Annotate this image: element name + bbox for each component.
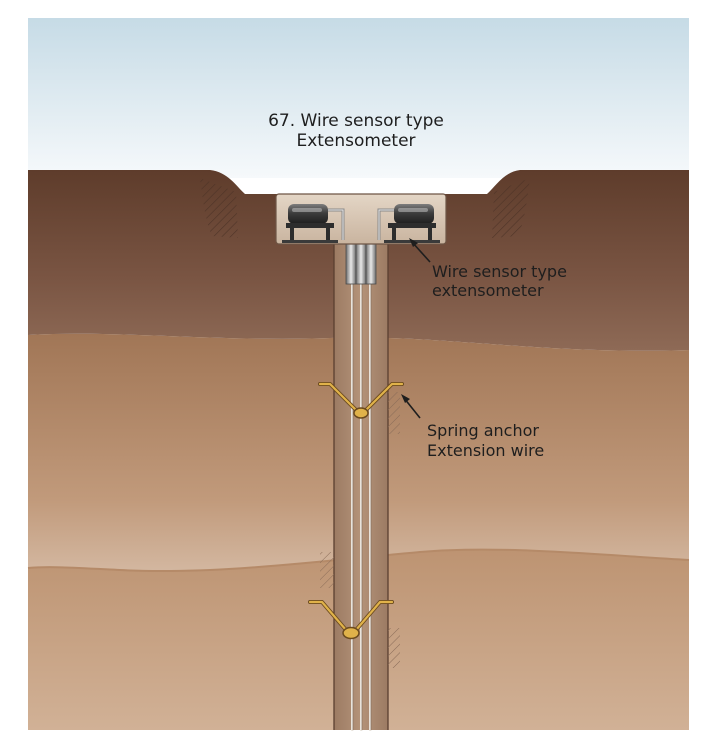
spring-anchor-lower xyxy=(308,600,394,640)
left-sensor-unit xyxy=(282,204,345,243)
anchor-label-line-2: Extension wire xyxy=(427,441,544,460)
leader-arrows xyxy=(401,238,431,419)
bore-hatch-1 xyxy=(388,392,400,434)
sky xyxy=(28,18,689,178)
anchor-label-line-1: Spring anchor xyxy=(427,421,539,440)
guide-pipes xyxy=(345,239,377,285)
pit-hatch-left xyxy=(200,178,238,238)
diagram-title-line-1: 67. Wire sensor type xyxy=(268,111,444,131)
pit-hatch-right xyxy=(492,178,530,238)
extension-wires xyxy=(351,279,372,731)
sensor-label-line-2: extensometer xyxy=(432,281,544,300)
bore-hatch-3 xyxy=(388,628,400,668)
sensor-label-line-1: Wire sensor type xyxy=(432,262,567,281)
diagram-title-line-2: Extensometer xyxy=(296,131,415,151)
bore-hatch-2 xyxy=(320,552,334,588)
spring-anchor-upper xyxy=(318,382,404,419)
